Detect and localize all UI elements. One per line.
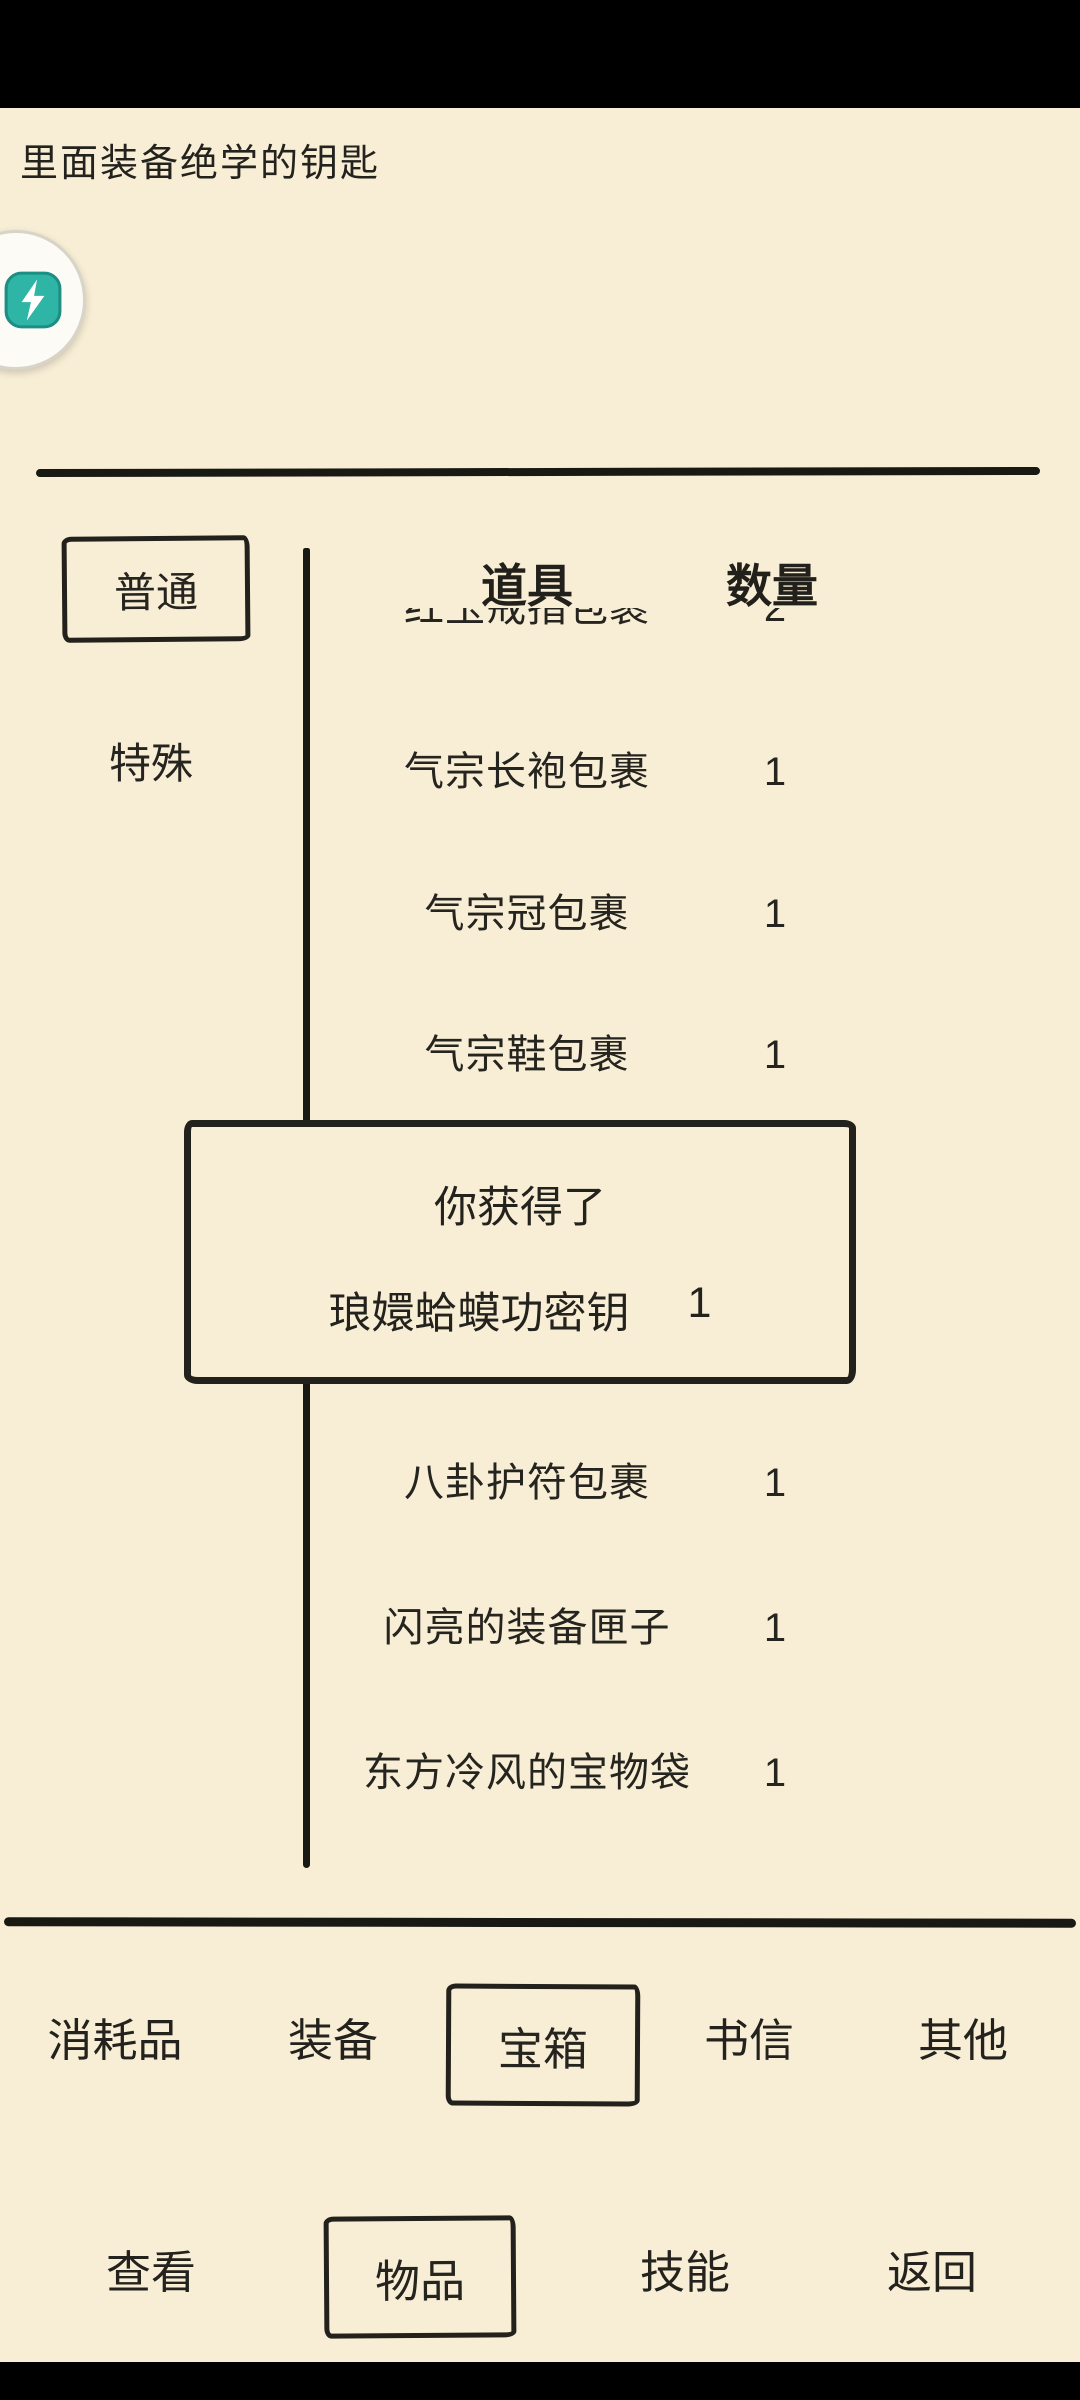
item-qty: 1 [763,1461,787,1505]
floating-helper-button[interactable] [0,230,86,370]
tab-letters[interactable]: 书信 [703,2015,794,2066]
table-row[interactable]: 八卦护符包裹 1 [310,1453,1080,1513]
reward-item-qty: 1 [687,1279,712,1327]
item-qty: 1 [763,892,787,936]
table-row[interactable]: 气宗鞋包裹 1 [310,1025,1080,1085]
helper-bubble-icon [4,271,62,329]
top-separator-line [35,466,1041,478]
gesture-bar[interactable] [0,2362,1080,2400]
tab-other[interactable]: 其他 [917,2015,1008,2066]
item-name: 八卦护符包裹 [404,1461,650,1505]
table-row[interactable]: 红玉戒指包裹 2 [310,608,1080,638]
action-skills[interactable]: 技能 [639,2247,730,2298]
item-qty: 1 [763,750,787,794]
item-qty: 2 [763,608,787,630]
tab-chest[interactable]: 宝箱 [445,1983,641,2107]
action-items-label: 物品 [374,2255,466,2307]
bottom-separator-line [3,1917,1077,1928]
item-name: 气宗鞋包裹 [424,1033,630,1077]
item-qty: 1 [763,1033,787,1077]
tab-equipment[interactable]: 装备 [287,2015,378,2066]
table-row[interactable]: 东方冷风的宝物袋 1 [310,1743,1080,1803]
item-name: 红玉戒指包裹 [404,608,650,630]
sidebar-tab-normal-label: 普通 [113,568,199,616]
item-list[interactable]: 红玉戒指包裹 2 气宗长袍包裹 1 气宗冠包裹 1 气宗鞋包裹 1 八卦护符包裹… [310,608,1080,1870]
item-name: 闪亮的装备匣子 [383,1606,671,1650]
action-back[interactable]: 返回 [886,2247,977,2298]
tab-consumables[interactable]: 消耗品 [47,2015,183,2066]
item-hint-text: 里面装备绝学的钥匙 [20,143,381,185]
item-name: 气宗冠包裹 [424,892,630,936]
item-name: 气宗长袍包裹 [404,750,650,794]
reward-dialog-title: 你获得了 [434,1184,606,1232]
table-row[interactable]: 闪亮的装备匣子 1 [310,1598,1080,1658]
sidebar-tab-special[interactable]: 特殊 [108,740,193,787]
action-view[interactable]: 查看 [105,2247,196,2298]
sidebar-tab-normal[interactable]: 普通 [61,535,251,643]
tab-chest-label: 宝箱 [497,2023,589,2075]
column-header-qty: 数量 [726,560,818,612]
table-row[interactable]: 气宗长袍包裹 1 [310,742,1080,802]
item-qty: 1 [763,1751,787,1795]
item-name: 东方冷风的宝物袋 [363,1751,691,1795]
table-row[interactable]: 气宗冠包裹 1 [310,884,1080,944]
reward-item-name: 琅嬛蛤蟆功密钥 [328,1290,630,1338]
item-qty: 1 [763,1606,787,1650]
status-bar [0,0,1080,108]
action-items[interactable]: 物品 [323,2215,517,2339]
column-header-item: 道具 [481,560,573,612]
reward-dialog[interactable]: 你获得了 琅嬛蛤蟆功密钥 1 [184,1120,856,1384]
